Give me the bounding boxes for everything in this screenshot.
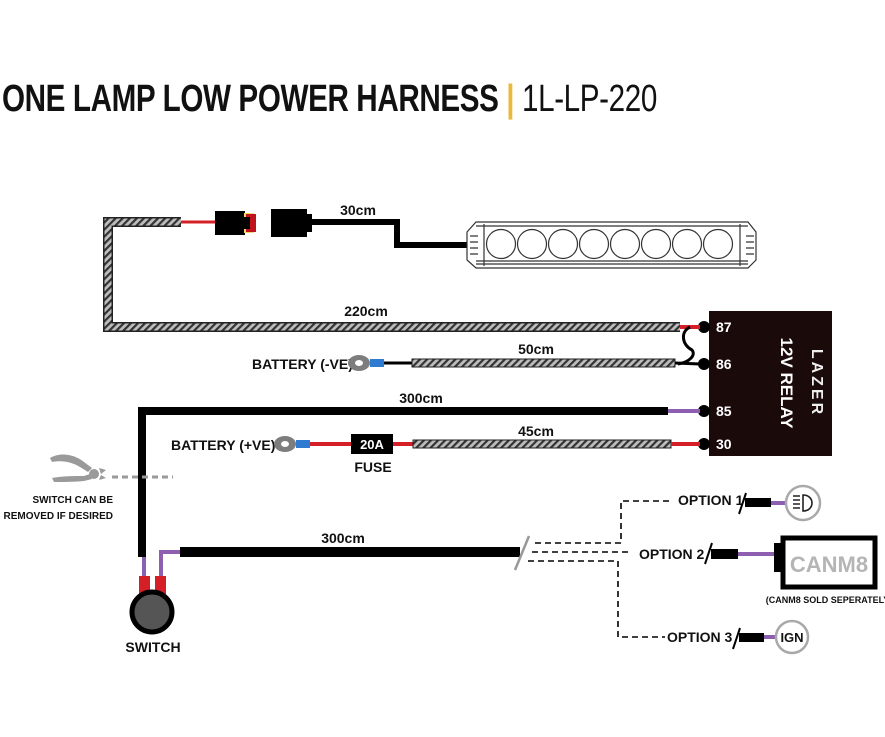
- switch-note-line2: REMOVED IF DESIRED: [4, 511, 113, 522]
- option-1-break: [738, 492, 747, 515]
- lamp-lens: [609, 228, 641, 260]
- option-2-break: [704, 542, 713, 565]
- relay-brand-logo: LAZER: [808, 349, 825, 417]
- cable-break-mark: [513, 535, 531, 571]
- fuse: 20A: [351, 434, 393, 454]
- switch-feed-wire: [138, 407, 668, 557]
- option-3-break: [732, 627, 741, 650]
- option-3-plug: [739, 633, 764, 642]
- switch-spade-1: [139, 576, 150, 594]
- battery-positive-length: 45cm: [518, 423, 554, 439]
- title-separator: |: [506, 78, 515, 120]
- canm8-label: CANM8: [790, 552, 868, 577]
- canm8-module: CANM8: [774, 535, 878, 590]
- page-title: ONE LAMP LOW POWER HARNESS|1L-LP-220: [2, 78, 657, 128]
- lamp-lens: [578, 228, 610, 260]
- option-routes: [528, 500, 672, 638]
- trigger-wire-length: 300cm: [321, 530, 365, 546]
- positive-wire: [412, 439, 672, 449]
- dt-connector-male: [271, 209, 312, 237]
- option-2-label: OPTION 2: [639, 546, 705, 562]
- pin-87: 87: [716, 319, 732, 335]
- switch-note-line1: SWITCH CAN BE: [32, 495, 113, 506]
- fuse-rating: 20A: [360, 437, 384, 452]
- switch-purple-lead-2: [159, 550, 180, 580]
- lamp-lens: [671, 228, 703, 260]
- main-loom-wire: [103, 217, 680, 332]
- relay-pins: 87 86 85 30: [698, 319, 732, 452]
- lamp-lenses: [485, 228, 734, 260]
- lamp-lens: [702, 228, 734, 260]
- ring-terminal-positive: [274, 436, 310, 452]
- option-1-label: OPTION 1: [678, 492, 744, 508]
- option-3-label: OPTION 3: [667, 629, 733, 645]
- pin-30: 30: [716, 436, 732, 452]
- switch-button[interactable]: [129, 589, 175, 635]
- option-1-plug: [745, 498, 771, 507]
- switch-label: SWITCH: [125, 639, 180, 655]
- dt-connector-female: [215, 211, 256, 235]
- canm8-note: (CANM8 SOLD SEPERATELY): [766, 595, 885, 605]
- lamp-lead-length: 30cm: [340, 202, 376, 218]
- wire-cutter-icon: [50, 454, 106, 482]
- pin-85: 85: [716, 403, 732, 419]
- battery-positive-label: BATTERY (+VE): [171, 437, 275, 453]
- switch-feed-length: 300cm: [399, 390, 443, 406]
- lamp-lens: [485, 228, 517, 260]
- relay-label: 12V RELAY: [777, 337, 796, 429]
- option-2-plug: [711, 549, 738, 559]
- title-name: ONE LAMP LOW POWER HARNESS: [2, 78, 499, 120]
- main-loom-length: 220cm: [344, 303, 388, 319]
- title-code: 1L-LP-220: [522, 78, 657, 120]
- light-bar-icon: [466, 221, 757, 269]
- lamp-lens: [640, 228, 672, 260]
- headlight-icon: [784, 484, 822, 522]
- battery-negative-label: BATTERY (-VE): [252, 356, 353, 372]
- ignition-label: IGN: [780, 630, 803, 645]
- pin86-lead: [674, 361, 701, 366]
- relay: 12V RELAY LAZER: [709, 311, 832, 456]
- ring-terminal-negative: [348, 355, 384, 371]
- lamp-lens: [516, 228, 548, 260]
- battery-negative-length: 50cm: [518, 341, 554, 357]
- lamp-lens: [547, 228, 579, 260]
- ignition-icon: IGN: [774, 619, 810, 655]
- switch-spade-2: [155, 576, 166, 594]
- pin-86: 86: [716, 356, 732, 372]
- pin87-jumper: [677, 325, 695, 366]
- lamp-lead-wire: [311, 219, 470, 248]
- negative-wire: [411, 358, 676, 368]
- fuse-label: FUSE: [354, 459, 391, 475]
